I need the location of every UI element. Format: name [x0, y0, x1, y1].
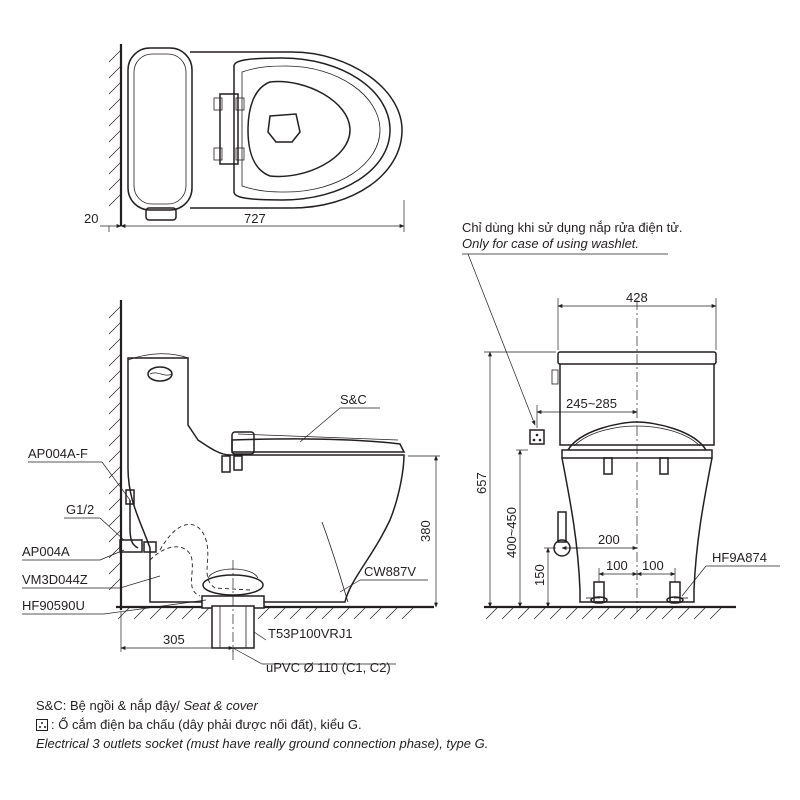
legend-sc-en: Seat & cover	[183, 698, 258, 713]
front-floor-bolt-left	[593, 581, 605, 603]
side-view: S&C AP004A-F G1/2 AP004A VM3D044Z HF9059…	[22, 300, 440, 675]
label-g12: G1/2	[66, 502, 94, 517]
side-floor-hatch	[117, 606, 415, 620]
label-hf9a874: HF9A874	[712, 550, 767, 565]
dim-wall-20: 20	[84, 211, 98, 226]
dim-seat-height-380: 380	[418, 520, 433, 542]
side-stop-valve	[119, 539, 143, 553]
top-bowl-opening	[247, 80, 351, 178]
label-upvc: uPVC Ø 110 (C1, C2)	[266, 660, 391, 675]
side-trapway	[321, 521, 349, 603]
legend: S&C: Bệ ngồi & nắp đậy/ Seat & cover : Ổ…	[36, 696, 776, 753]
label-ap004a: AP004A	[22, 544, 70, 559]
legend-socket: : Ổ cắm điện ba chấu (dây phải được nối …	[36, 715, 776, 734]
dim-length-727: 727	[244, 211, 266, 226]
legend-socket-en-row: Electrical 3 outlets socket (must have r…	[36, 734, 776, 753]
label-t53p100vrj1: T53P100VRJ1	[268, 626, 353, 641]
leader-upvc	[232, 647, 263, 665]
front-floor-hatch	[485, 606, 723, 620]
top-tank-outline	[127, 47, 193, 211]
front-electrical-socket	[529, 429, 545, 445]
dim-bolt-right: 100	[642, 558, 664, 573]
label-hf90590u: HF90590U	[22, 598, 85, 613]
note-vi: Chỉ dùng khi sử dụng nắp rửa điện tử.	[462, 220, 683, 235]
label-vm3d044z: VM3D044Z	[22, 572, 88, 587]
dim-supply-height: 150	[532, 564, 547, 586]
dim-bolt-left: 100	[606, 558, 628, 573]
top-bowl-outline	[190, 51, 403, 209]
top-seat-outline	[233, 57, 391, 201]
front-view: 428 657 245~285 400~450 150 200 100 100 …	[474, 290, 780, 620]
legend-socket-en: Electrical 3 outlets socket (must have r…	[36, 736, 489, 751]
side-wall-hatch	[108, 305, 122, 591]
legend-socket-vi: : Ổ cắm điện ba chấu (dây phải được nối …	[51, 717, 362, 732]
legend-sc-vi: Bệ ngồi & nắp đậy/	[66, 698, 184, 713]
dim-rough-in-305: 305	[163, 632, 185, 647]
legend-seat-cover: S&C: Bệ ngồi & nắp đậy/ Seat & cover	[36, 696, 776, 715]
dim-supply-offset: 200	[598, 532, 620, 547]
front-supply-hose	[557, 511, 567, 543]
leader-t53p	[253, 631, 267, 641]
dim-height-657: 657	[474, 472, 489, 494]
label-ap004a-f: AP004A-F	[28, 446, 88, 461]
label-sc: S&C	[340, 392, 367, 407]
top-wall-hatch	[108, 49, 122, 207]
leader-hf9a874	[681, 565, 707, 597]
front-floor-bolt-right	[669, 581, 681, 603]
side-trap-dashed	[159, 523, 251, 591]
side-tank-outline	[127, 357, 405, 603]
legend-sc-code: S&C:	[36, 698, 67, 713]
top-view: 20 727	[84, 44, 405, 232]
note-en: Only for case of using washlet.	[462, 236, 639, 251]
leader-cw887v	[339, 579, 361, 593]
dim-socket-offset: 245~285	[566, 396, 617, 411]
side-seat-cover	[231, 438, 406, 453]
top-hinge-bracket	[219, 93, 239, 165]
dim-width-428: 428	[626, 290, 648, 305]
leader-seat	[299, 407, 341, 443]
dim-socket-height: 400~450	[504, 507, 519, 558]
socket-icon	[36, 718, 48, 731]
washlet-note: Chỉ dùng khi sử dụng nắp rửa điện tử. On…	[462, 220, 683, 426]
label-cw887v: CW887V	[364, 564, 416, 579]
